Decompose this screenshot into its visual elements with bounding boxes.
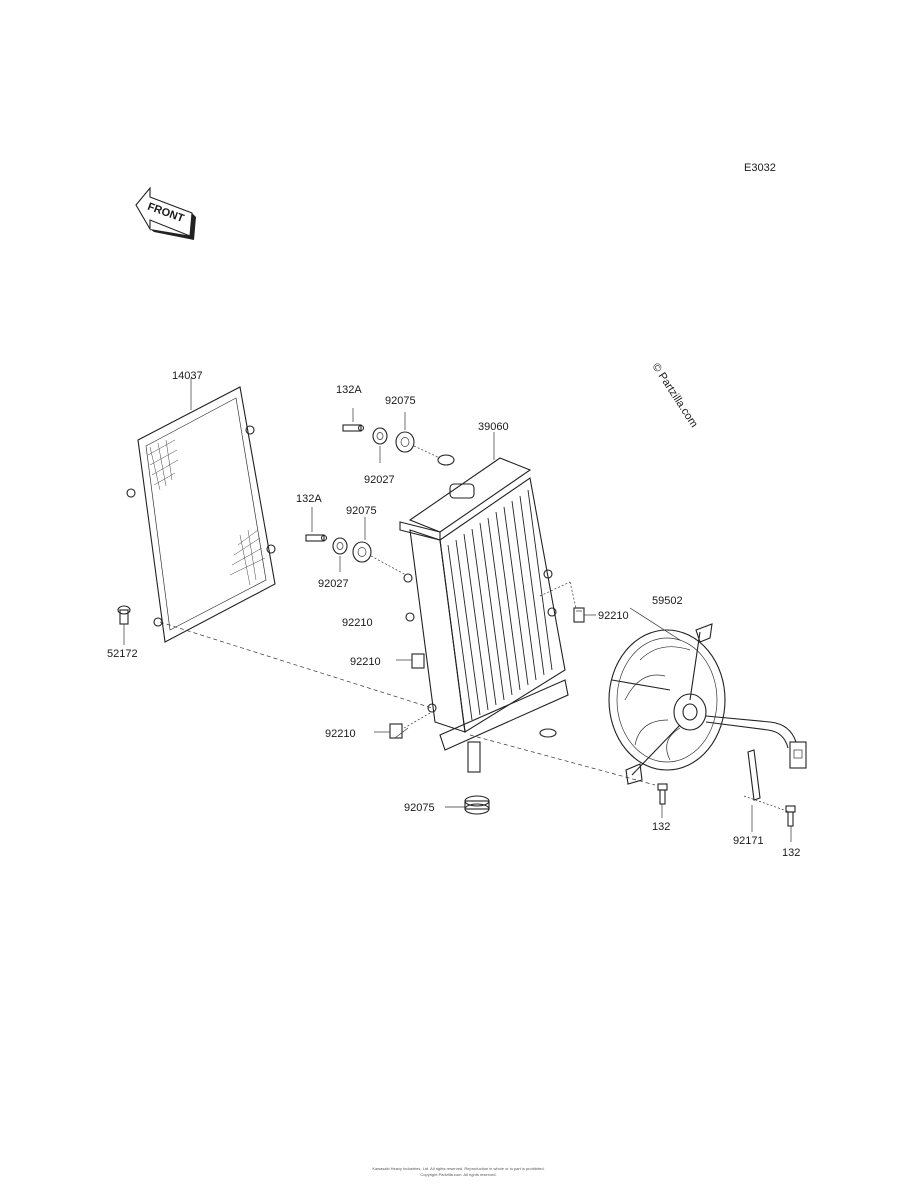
diagram-code: E3032 (744, 162, 776, 174)
part-label-132-bracket: 132 (782, 847, 800, 859)
part-label-39060: 39060 (478, 421, 509, 433)
part-label-14037: 14037 (172, 370, 203, 382)
part-label-92171: 92171 (733, 835, 764, 847)
damper-92075-bottom (464, 795, 490, 815)
fastener-52172 (117, 605, 131, 625)
part-label-92027-lower: 92027 (318, 578, 349, 590)
footer-line-1: Kawasaki Heavy Industries, Ltd. All righ… (372, 1166, 545, 1171)
part-label-92075-middle: 92075 (346, 505, 377, 517)
part-label-132a-lower: 132A (296, 493, 322, 505)
radiator-screen (126, 386, 276, 643)
bolt-132-bracket (785, 805, 796, 827)
part-label-92027-upper: 92027 (364, 474, 395, 486)
part-label-92210-upper-left: 92210 (342, 617, 373, 629)
watermark: © Partzilla.com (649, 361, 699, 430)
bolt-132-fan (657, 783, 668, 805)
footer-line-2: Copyright Partzilla.com. All rights rese… (420, 1172, 497, 1177)
part-label-92075-bottom: 92075 (404, 802, 435, 814)
radiator (399, 454, 569, 773)
part-label-92210-middle: 92210 (350, 656, 381, 668)
cooling-fan (608, 623, 807, 785)
part-label-92210-lower: 92210 (325, 728, 356, 740)
part-label-132-fan: 132 (652, 821, 670, 833)
clip-92210-middle (411, 653, 425, 669)
part-label-52172: 52172 (107, 648, 138, 660)
clip-92210-lower (389, 723, 409, 739)
bolt-132a-lower (305, 534, 328, 542)
damper-92075-middle (352, 541, 372, 563)
damper-92075-upper (395, 431, 415, 453)
bracket-92171 (743, 749, 791, 813)
front-arrow-icon: FRONT (135, 186, 196, 240)
clip-92210-right (573, 607, 585, 623)
part-label-59502: 59502 (652, 595, 683, 607)
part-label-132a-upper: 132A (336, 384, 362, 396)
collar-92027-lower (332, 537, 348, 555)
part-label-92075-upper: 92075 (385, 395, 416, 407)
part-label-92210-right: 92210 (598, 610, 629, 622)
collar-92027-upper (372, 427, 388, 445)
bolt-132a-upper (342, 424, 365, 432)
